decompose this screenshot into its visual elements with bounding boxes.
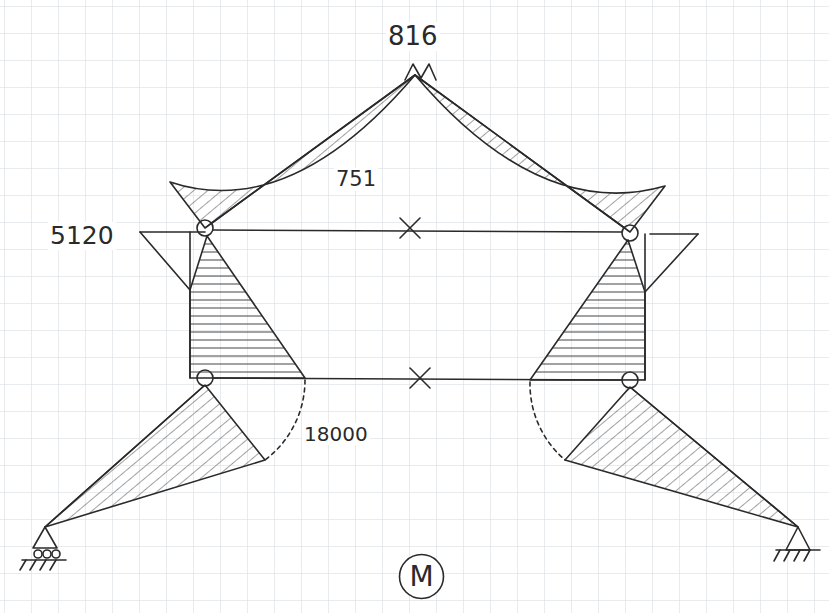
moment-value: 816	[386, 22, 440, 51]
moment-value: 5120	[48, 222, 116, 250]
diagram-tag-circle: M	[398, 553, 445, 600]
moment-value: 18000	[302, 423, 370, 445]
diagram-tag: M	[409, 560, 433, 593]
moment-value: 751	[334, 168, 378, 191]
